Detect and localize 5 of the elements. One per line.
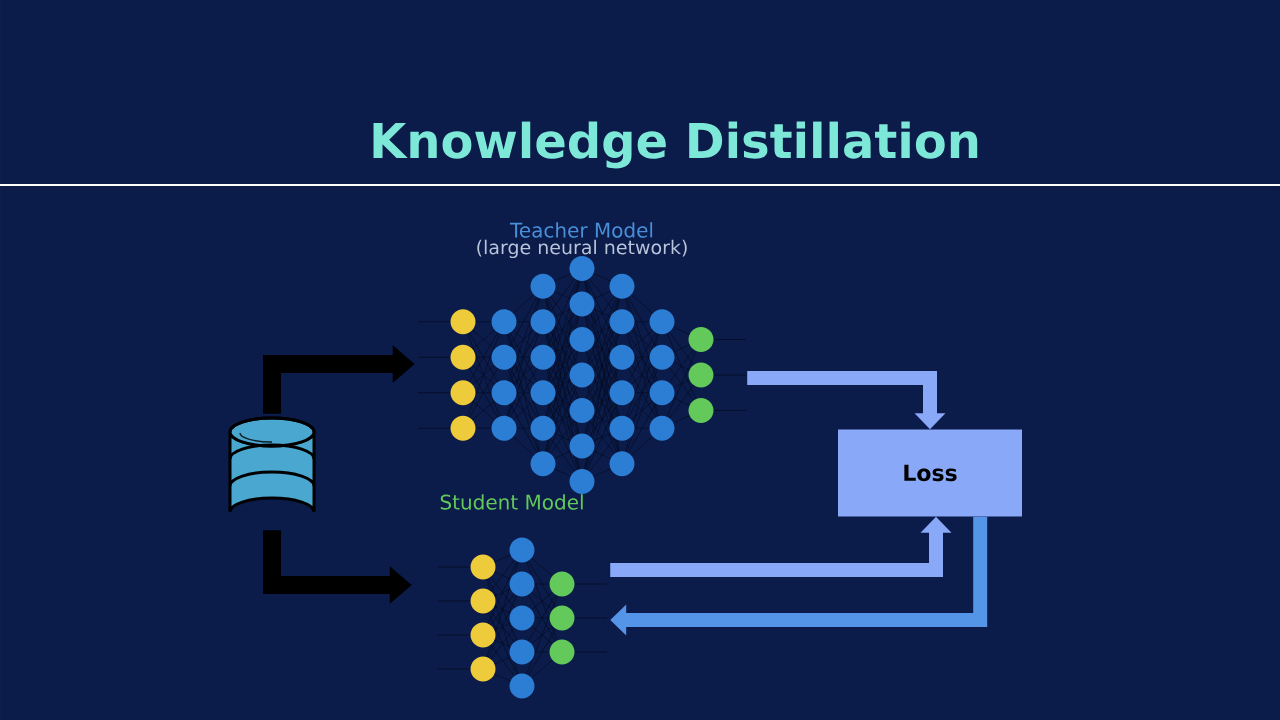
teacher-network: Teacher Model (large neural network) [477, 222, 687, 259]
database-icon [228, 416, 316, 514]
title: Knowledge Distillation [373, 121, 978, 169]
student-network: Student Model [440, 494, 583, 510]
loss-box: Loss [838, 429, 1022, 517]
